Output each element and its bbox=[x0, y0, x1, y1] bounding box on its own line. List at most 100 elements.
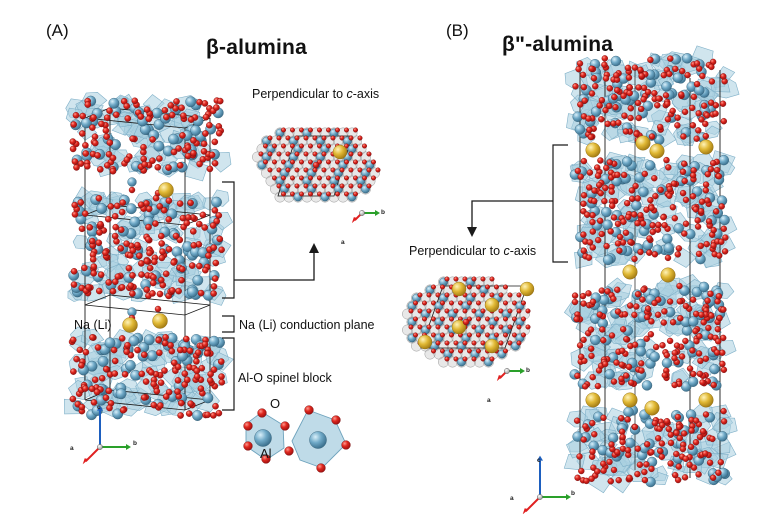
oxygen-atom bbox=[153, 387, 161, 395]
oxygen-atom bbox=[162, 270, 170, 278]
spinel-bracket-lower bbox=[222, 337, 235, 411]
sodium-atom bbox=[622, 392, 638, 408]
oxygen-atom bbox=[413, 316, 419, 322]
oxygen-atom bbox=[308, 175, 314, 181]
oxygen-atom bbox=[177, 412, 184, 419]
oxygen-atom bbox=[426, 292, 432, 298]
oxygen-atom bbox=[618, 375, 625, 382]
oxygen-atom bbox=[516, 292, 522, 298]
oxygen-atom bbox=[216, 235, 224, 243]
oxygen-atom bbox=[317, 127, 323, 133]
oxygen-atom bbox=[648, 465, 655, 473]
panel-a-axis-c-head bbox=[97, 405, 103, 411]
oxygen-atom bbox=[673, 450, 680, 458]
oxygen-atom bbox=[704, 170, 711, 178]
oxygen-atom bbox=[587, 326, 595, 333]
oxygen-atom bbox=[624, 199, 631, 207]
oxygen-atom bbox=[693, 338, 700, 345]
oxygen-atom bbox=[201, 266, 209, 274]
oxygen-atom bbox=[124, 115, 132, 122]
oxygen-atom bbox=[176, 162, 184, 169]
oxygen-atom bbox=[353, 159, 359, 165]
oxygen-atom bbox=[602, 75, 610, 82]
oxygen-atom bbox=[507, 324, 513, 330]
oxygen-atom bbox=[128, 186, 136, 194]
oxygen-atom bbox=[150, 380, 157, 388]
oxygen-atom bbox=[70, 121, 77, 128]
oxygen-atom bbox=[111, 232, 119, 240]
oxygen-atom bbox=[168, 111, 176, 119]
aluminum-atom bbox=[717, 431, 728, 442]
oxygen-atom bbox=[197, 385, 205, 392]
panel-b-axis-a-head bbox=[522, 508, 529, 514]
oxygen-atom bbox=[608, 332, 616, 339]
oxygen-atom bbox=[622, 128, 630, 135]
oxygen-atom bbox=[665, 164, 672, 171]
oxygen-atom bbox=[431, 284, 437, 290]
oxygen-atom bbox=[641, 468, 648, 476]
oxygen-atom bbox=[699, 72, 706, 80]
oxygen-atom bbox=[575, 65, 582, 73]
oxygen-atom bbox=[162, 393, 170, 400]
oxygen-atom bbox=[681, 160, 688, 168]
oxygen-atom bbox=[620, 326, 627, 333]
oxygen-atom bbox=[105, 279, 112, 286]
oxygen-atom bbox=[626, 474, 633, 481]
oxygen-atom bbox=[183, 219, 191, 227]
oxygen-atom bbox=[716, 314, 723, 322]
oxygen-atom bbox=[673, 429, 680, 437]
panel-a-inset-axis-origin bbox=[359, 210, 365, 216]
oxygen-atom bbox=[676, 434, 683, 442]
oxygen-atom bbox=[628, 187, 636, 194]
oxygen-atom bbox=[357, 135, 363, 141]
oxygen-atom bbox=[705, 218, 713, 225]
oxygen-atom bbox=[652, 192, 659, 200]
oxygen-atom bbox=[699, 379, 706, 386]
oxygen-atom bbox=[426, 308, 432, 314]
oxygen-atom bbox=[90, 263, 98, 270]
oxygen-atom bbox=[150, 401, 158, 409]
oxygen-atom bbox=[666, 337, 674, 345]
oxygen-atom bbox=[525, 324, 531, 330]
oxygen-atom bbox=[579, 292, 587, 300]
oxygen-atom bbox=[596, 181, 603, 189]
conduction-plane-bracket bbox=[222, 315, 235, 333]
oxygen-atom bbox=[172, 232, 180, 240]
oxygen-atom bbox=[413, 300, 419, 306]
aluminum-atom bbox=[718, 154, 729, 166]
oxygen-atom bbox=[151, 258, 158, 266]
oxygen-atom bbox=[294, 167, 300, 173]
oxygen-atom bbox=[622, 229, 630, 237]
panel-a-inset-axis-a-label: a bbox=[341, 239, 345, 246]
oxygen-atom bbox=[707, 290, 714, 297]
oxygen-atom bbox=[710, 242, 717, 249]
oxygen-atom bbox=[696, 370, 704, 378]
oxygen-atom bbox=[666, 192, 673, 200]
oxygen-atom bbox=[146, 264, 154, 272]
panel-b-letter: (B) bbox=[446, 21, 469, 40]
oxygen-atom bbox=[195, 220, 203, 228]
oxygen-atom bbox=[193, 373, 201, 380]
oxygen-atom bbox=[643, 335, 650, 342]
oxygen-atom bbox=[69, 336, 77, 344]
aluminum-atom bbox=[663, 242, 674, 254]
oxygen-atom bbox=[210, 412, 217, 419]
oxygen-atom bbox=[597, 217, 604, 225]
sodium-atom bbox=[698, 139, 714, 155]
oxygen-atom bbox=[694, 217, 701, 224]
oxygen-atom bbox=[187, 199, 194, 207]
oxygen-atom bbox=[109, 167, 117, 175]
aluminum-atom bbox=[621, 156, 633, 167]
aluminum-atom bbox=[638, 186, 649, 198]
oxygen-atom bbox=[145, 115, 153, 123]
oxygen-atom bbox=[371, 175, 377, 181]
oxygen-atom bbox=[467, 284, 473, 290]
oxygen-atom bbox=[157, 379, 165, 387]
aluminum-atom bbox=[104, 337, 116, 349]
oxygen-atom bbox=[612, 103, 619, 111]
sodium-atom bbox=[644, 400, 660, 416]
oxygen-atom bbox=[669, 107, 676, 115]
oxygen-atom bbox=[571, 298, 579, 306]
oxygen-atom bbox=[272, 143, 278, 149]
oxygen-atom bbox=[700, 319, 707, 326]
